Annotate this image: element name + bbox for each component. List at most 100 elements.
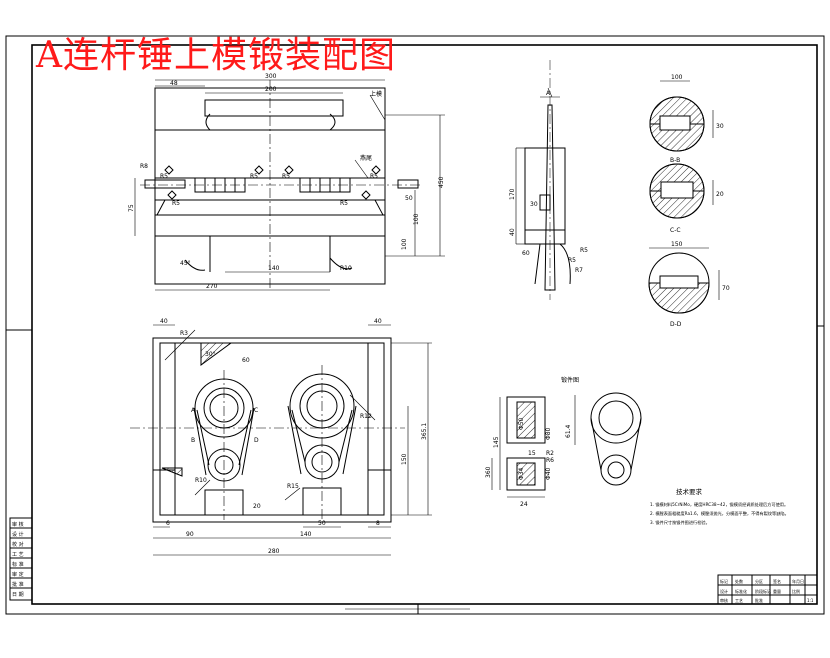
dim-plan-wleft: 90 [186, 531, 194, 538]
dim-top-w1: 48 [170, 80, 178, 87]
dim-plan-f2: R12 [360, 413, 372, 420]
side-table-cell: 标 准 [12, 561, 24, 568]
tb-cell: 签名 [773, 578, 781, 584]
tb-scale: 1:1 [807, 598, 814, 603]
tb-cell: 分区 [755, 578, 763, 584]
part-d3: Φ40 [545, 467, 552, 480]
part-h2: 360 [485, 466, 492, 478]
side-view [515, 60, 571, 300]
dim-plan-basemid: 50 [318, 520, 326, 527]
r-label-3: R5 [282, 173, 290, 180]
part-plan [574, 392, 642, 486]
dim-side-b: 40 [509, 228, 516, 236]
dim-plan-basel: 6 [166, 520, 170, 527]
tb-cell: 比例 [792, 588, 800, 594]
dim-plan-f1: R3 [180, 330, 188, 337]
dim-side-f: R7 [575, 267, 583, 274]
part-section [491, 396, 546, 498]
title-block-grid [345, 574, 818, 610]
dim-plan-f5: 30° [205, 351, 216, 358]
part-w2: 61.4 [565, 424, 572, 438]
notes-heading: 技术要求 [676, 487, 703, 496]
dim-top-sidesmall: R8 [140, 163, 148, 170]
dim-side-e: R5 [568, 257, 576, 264]
dim-side-c: 30 [530, 201, 538, 208]
dim-side-a: 170 [509, 188, 516, 200]
mark-side: A [546, 90, 551, 97]
tb-cell: 批准 [755, 597, 763, 603]
part-h1: 145 [493, 436, 500, 448]
tb-cell: 重量 [773, 588, 781, 594]
sec-b-dim1: 100 [671, 74, 683, 81]
dim-plan-topr: 40 [374, 318, 382, 325]
dim-top-leftv: 75 [128, 204, 135, 212]
marker-c: C [254, 407, 258, 414]
tb-cell: 标准化 [735, 588, 747, 594]
note-line-1: 1. 锻模材料5CrNiMo，硬度HRC38~42，锻模须经调质处理后方可使用。 [650, 501, 788, 508]
dim-plan-f3: R10 [195, 477, 207, 484]
dim-plan-wtotal: 280 [268, 548, 280, 555]
dim-plan-f6: 60 [242, 357, 250, 364]
side-table-cell: 工 艺 [12, 552, 24, 558]
dim-side-g: R5 [580, 247, 588, 254]
side-table-cell: 审 核 [12, 521, 24, 528]
side-table-cell: 审 定 [12, 571, 24, 578]
plan-view [130, 324, 432, 556]
sec-c-dim1: 20 [716, 191, 724, 198]
tb-cell: 审核 [720, 597, 728, 603]
dim-top-w2: 200 [265, 86, 277, 93]
dim-top-hright: 100 [413, 213, 420, 225]
part-r1: R6 [546, 457, 554, 464]
r-label-6: R5 [340, 200, 348, 207]
sec-b-dim2: 30 [716, 123, 724, 130]
ang-top-b: R10 [340, 265, 352, 272]
dim-top-hlower: 100 [401, 238, 408, 250]
lead-top-b: 燕尾 [360, 154, 372, 162]
part-label: 锻件图 [561, 376, 579, 384]
side-table-cell: 设 计 [12, 531, 24, 538]
section-b [649, 80, 714, 152]
tb-cell: 标记 [720, 578, 728, 584]
section-c [649, 163, 714, 219]
dim-plan-f4: R15 [287, 483, 299, 490]
dim-top-h2: 50 [405, 195, 413, 202]
side-table-cell: 日 期 [12, 592, 24, 598]
lead-top-a: 上模 [370, 90, 382, 98]
part-t1: 15 [528, 450, 536, 457]
sec-b-label: B-B [670, 157, 680, 164]
dim-top-bottommid: 140 [268, 265, 280, 272]
dim-top-htotal: 450 [438, 176, 445, 188]
marker-d: D [254, 437, 259, 444]
side-table-grid [9, 517, 33, 601]
tb-cell: 年月日 [792, 578, 804, 584]
ang-top-a: 45° [180, 260, 191, 267]
part-d2: Φ50 [518, 417, 525, 430]
dim-plan-baser: 8 [376, 520, 380, 527]
r-label-5: R5 [172, 200, 180, 207]
tb-cell: 工艺 [735, 598, 743, 603]
sec-d-label: D-D [670, 321, 682, 328]
top-view [134, 79, 445, 291]
part-d1: Φ80 [545, 427, 552, 440]
tb-cell: 设计 [720, 588, 728, 594]
dim-plan-topl: 40 [160, 318, 168, 325]
dim-plan-hmid: 150 [401, 453, 408, 465]
dim-top-w3: 300 [265, 73, 277, 80]
side-table-cell: 校 对 [12, 541, 24, 548]
section-d [648, 247, 720, 314]
dim-top-bottomtotal: 270 [206, 283, 218, 290]
r-label-2: R5 [250, 173, 258, 180]
part-d4: Φ34 [518, 467, 525, 480]
note-line-2: 2. 模膛表面粗糙度Ra1.6，模膛须抛光，分模面平整，不得有裂纹等缺陷。 [650, 510, 789, 517]
marker-b: B [191, 437, 195, 444]
outer-border [5, 35, 825, 615]
r-label-4: R5 [370, 173, 378, 180]
dim-plan-wmid: 140 [300, 531, 312, 538]
r-label-1: R5 [160, 173, 168, 180]
dim-side-d: 60 [522, 250, 530, 257]
part-r2: R2 [546, 450, 554, 457]
dim-plan-small: 20 [253, 503, 261, 510]
sec-d-dim1: 150 [671, 241, 683, 248]
